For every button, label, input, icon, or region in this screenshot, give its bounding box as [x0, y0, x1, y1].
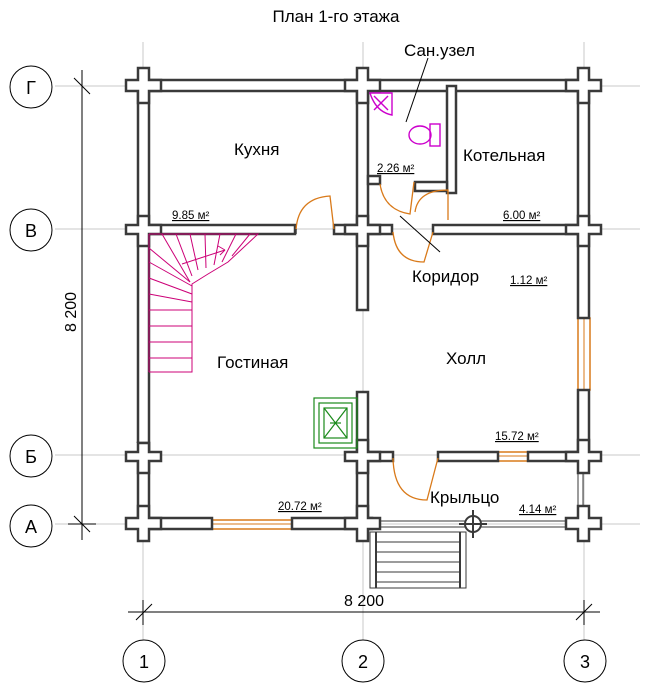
axis-label-row-b: Б — [25, 447, 37, 467]
room-label-kuhnya: Кухня — [234, 140, 280, 159]
door-bath — [379, 181, 415, 215]
plan-title: План 1-го этажа — [272, 7, 400, 26]
axis-bubble-row-g — [9, 65, 53, 109]
room-label-koridor: Коридор — [412, 267, 479, 286]
axis-label-col-1: 1 — [139, 652, 149, 672]
axis-bubble-col-3 — [563, 639, 607, 683]
leader-lines — [399, 57, 441, 253]
dimension-lines — [68, 70, 600, 625]
toilet — [408, 123, 441, 147]
axis-label-col-2: 2 — [358, 652, 368, 672]
area-holl: 15.72 м² — [495, 431, 539, 443]
porch-column — [459, 510, 487, 538]
axis-bubble-row-a — [9, 504, 53, 548]
area-kotelnaya: 6.00 м² — [503, 210, 540, 222]
dimension-vertical: 8 200 — [63, 292, 80, 332]
plumbing — [369, 92, 441, 147]
area-kuhnya: 9.85 м² — [172, 210, 209, 222]
room-label-sanuzel: Сан.узел — [404, 41, 475, 60]
room-label-gostinaya: Гостиная — [217, 353, 288, 372]
axis-bubble-col-2 — [341, 639, 385, 683]
axis-label-row-g: Г — [26, 78, 36, 98]
porch-steps — [369, 531, 467, 589]
axis-bubble-row-b — [9, 434, 53, 478]
axis-bubbles — [9, 65, 607, 683]
stairs — [148, 233, 260, 373]
area-krylco: 4.14 м² — [519, 504, 556, 516]
shower-tray — [369, 92, 393, 116]
door-porch — [392, 457, 439, 501]
door-corridor — [392, 231, 434, 263]
area-sanuzel: 2.26 м² — [377, 163, 414, 175]
axis-bubble-col-1 — [122, 639, 166, 683]
axis-bubble-row-v — [9, 208, 53, 252]
axis-label-col-3: 3 — [580, 652, 590, 672]
door-boiler — [414, 189, 449, 220]
room-label-krylco: Крыльцо — [430, 488, 499, 507]
area-gostinaya: 20.72 м² — [278, 501, 322, 513]
stove — [313, 397, 358, 449]
axis-label-row-v: В — [25, 221, 37, 241]
dimension-horizontal: 8 200 — [344, 593, 384, 610]
area-koridor: 1.12 м² — [510, 275, 547, 287]
doors — [295, 181, 449, 501]
axis-label-row-a: А — [25, 517, 37, 537]
door-kitchen — [295, 195, 335, 231]
room-label-holl: Холл — [446, 349, 486, 368]
room-label-kotelnaya: Котельная — [463, 146, 545, 165]
